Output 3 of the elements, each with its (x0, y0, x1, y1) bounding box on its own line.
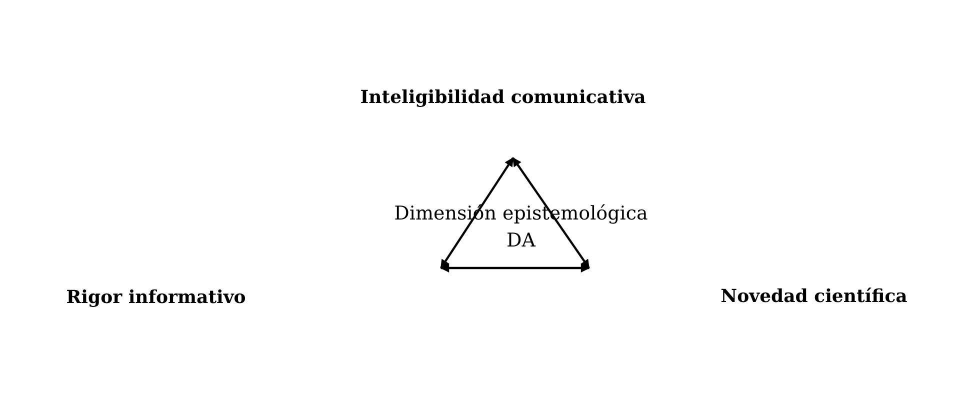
vertex-label: Inteligibilidad comunicativa (359, 87, 647, 109)
vertex-label: Novedad científica (720, 286, 908, 308)
vertex-label: Rigor informativo (65, 287, 247, 309)
